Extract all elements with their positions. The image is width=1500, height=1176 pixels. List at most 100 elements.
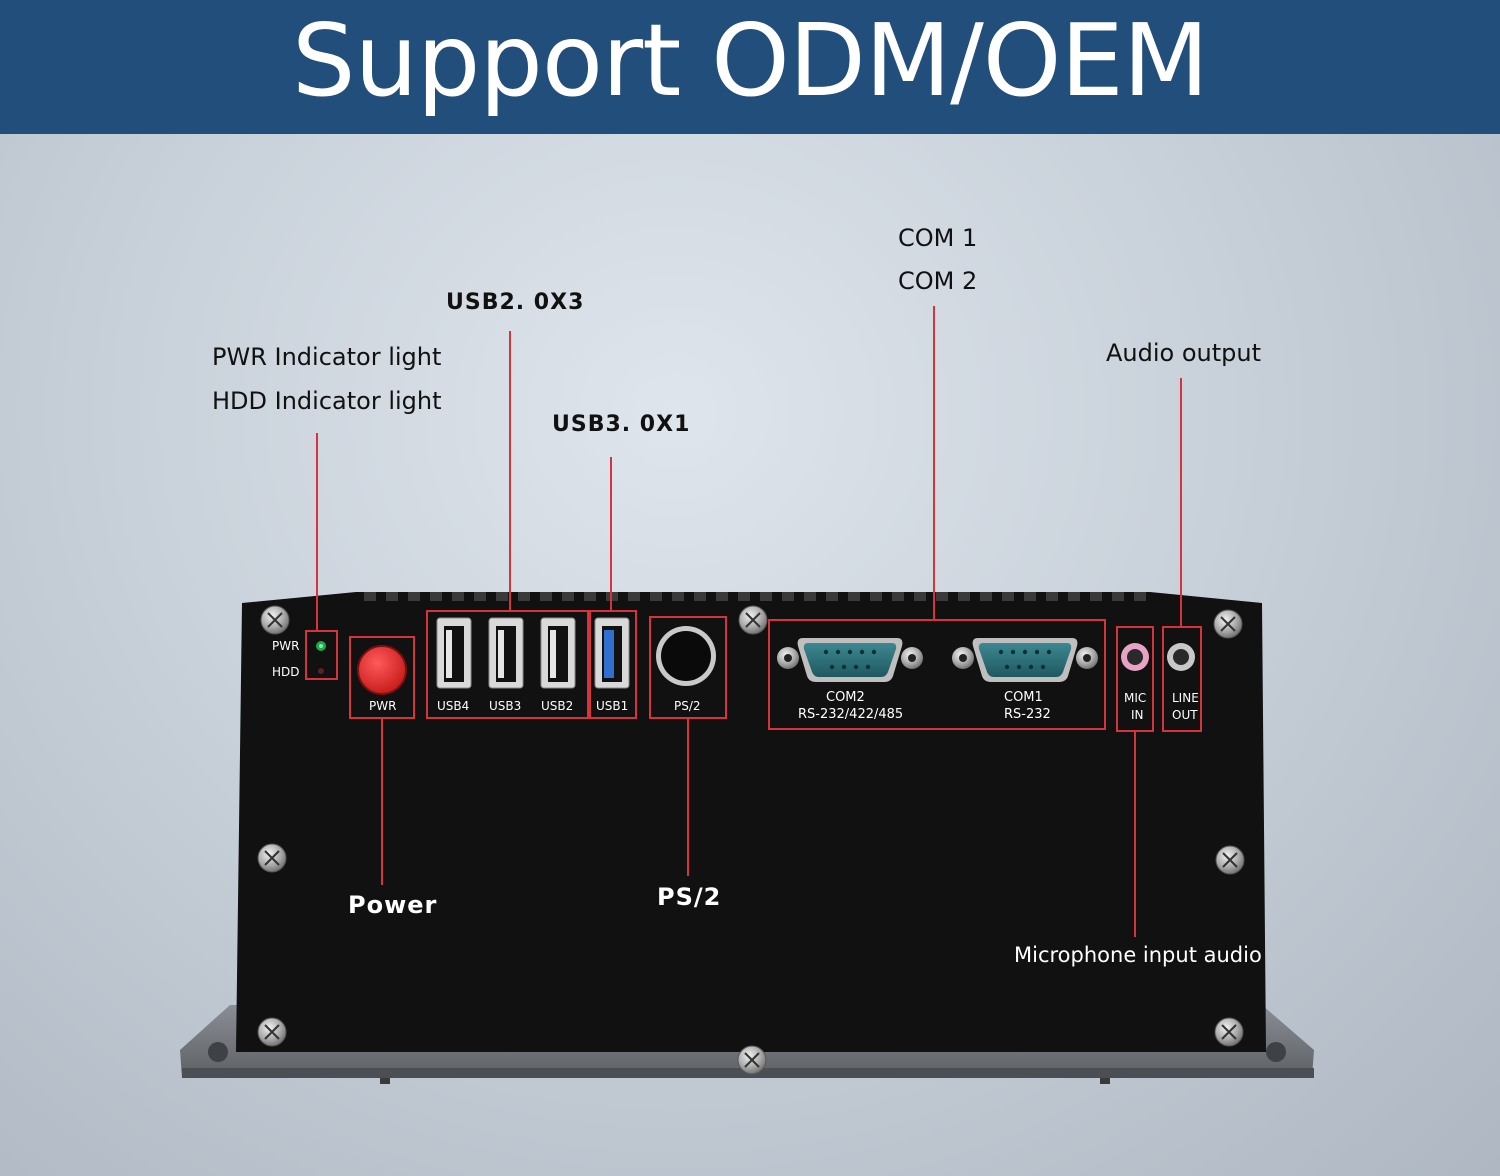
usb3-port-graphic	[594, 617, 630, 689]
db9-pin	[823, 649, 829, 655]
db9-pin	[871, 649, 877, 655]
screw-icon	[257, 1017, 287, 1047]
screw-icon	[738, 605, 768, 635]
db9-pin	[1004, 664, 1010, 670]
mic-label: MIC	[1124, 691, 1147, 705]
screw-icon	[257, 843, 287, 873]
heatsink-fin	[716, 592, 728, 601]
db9-pin	[865, 664, 871, 670]
mic-in-label: IN	[1131, 708, 1144, 722]
screw-icon	[260, 605, 290, 635]
heatsink-fin	[1046, 592, 1058, 601]
usb2-label: USB2	[541, 699, 574, 713]
screw-icon	[1214, 1017, 1244, 1047]
db9-pin	[998, 649, 1004, 655]
heatsink-fin	[474, 592, 486, 601]
heatsink-fin	[848, 592, 860, 601]
callout-power: Power	[348, 891, 438, 919]
db9-pin	[829, 664, 835, 670]
db9-pin	[1034, 649, 1040, 655]
heatsink-fin	[892, 592, 904, 601]
hdd-led-label: HDD	[272, 665, 300, 679]
heatsink-fin	[826, 592, 838, 601]
usb3-label: USB3	[489, 699, 522, 713]
heatsink-fin	[496, 592, 508, 601]
heatsink-fin	[430, 592, 442, 601]
heatsink-fin	[1002, 592, 1014, 601]
db9-pin	[1028, 664, 1034, 670]
screw-icon	[737, 1045, 767, 1075]
line-label: LINE	[1172, 691, 1199, 705]
db9-pin	[1016, 664, 1022, 670]
heatsink-fin	[364, 592, 376, 601]
heatsink-fin	[672, 592, 684, 601]
mic-jack-graphic	[1121, 643, 1149, 671]
callout-pwr-indicator: PWR Indicator light	[212, 343, 442, 371]
indicator-leds	[316, 641, 326, 674]
com1-spec-label: RS-232	[1004, 707, 1051, 722]
db9-pin	[859, 649, 865, 655]
heatsink-fin	[650, 592, 662, 601]
heatsink-fin	[1068, 592, 1080, 601]
heatsink-fin	[518, 592, 530, 601]
com2-name-label: COM2	[826, 690, 865, 705]
usb4-label: USB4	[437, 699, 470, 713]
usb1-label: USB1	[596, 699, 629, 713]
callout-hdd-indicator: HDD Indicator light	[212, 387, 442, 415]
callout-audio-output: Audio output	[1106, 339, 1262, 367]
callout-com1: COM 1	[898, 224, 978, 252]
callout-ps2: PS/2	[657, 883, 722, 911]
pwr-led-label: PWR	[272, 639, 300, 653]
heatsink-fin	[936, 592, 948, 601]
line-out-label: OUT	[1172, 708, 1198, 722]
screw-icon	[1213, 609, 1243, 639]
heatsink-fin	[694, 592, 706, 601]
banner-title: Support ODM/OEM	[292, 2, 1209, 119]
heatsink-fin	[1090, 592, 1102, 601]
heatsink-fin	[1024, 592, 1036, 601]
com1-name-label: COM1	[1004, 690, 1043, 705]
callout-lines	[316, 306, 1182, 937]
heatsink-fin	[914, 592, 926, 601]
ps2-port-graphic	[656, 626, 716, 686]
callout-usb3: USB3. 0X1	[552, 412, 691, 437]
heatsink-fin	[1134, 592, 1146, 601]
heatsink-fin	[628, 592, 640, 601]
heatsink-fin	[782, 592, 794, 601]
callout-com2: COM 2	[898, 267, 978, 295]
db9-pin	[1022, 649, 1028, 655]
db9-pin	[853, 664, 859, 670]
db9-pin	[841, 664, 847, 670]
heatsink-fin	[386, 592, 398, 601]
db9-pin	[1046, 649, 1052, 655]
heatsink-fin	[408, 592, 420, 601]
heatsink-fin	[870, 592, 882, 601]
power-button-label: PWR	[369, 699, 397, 713]
db9-pins	[823, 649, 1052, 670]
heatsink-fin	[980, 592, 992, 601]
com2-spec-label: RS-232/422/485	[798, 707, 904, 722]
heatsink-fin	[562, 592, 574, 601]
heatsink-fin	[804, 592, 816, 601]
power-button-graphic	[357, 645, 407, 695]
heatsink-fin	[958, 592, 970, 601]
db9-pin	[835, 649, 841, 655]
db9-pin	[847, 649, 853, 655]
header-banner: Support ODM/OEM	[0, 0, 1500, 134]
screw-icon	[1215, 845, 1245, 875]
usb2-ports-graphic	[436, 617, 576, 689]
heatsink-fin	[760, 592, 772, 601]
heatsink-fin	[584, 592, 596, 601]
heatsink-fin	[738, 592, 750, 601]
panel-screws	[257, 605, 1245, 1075]
heatsink-fin	[540, 592, 552, 601]
callout-usb2: USB2. 0X3	[446, 290, 585, 315]
heatsink-fin	[452, 592, 464, 601]
db9-pin	[1040, 664, 1046, 670]
db9-pin	[1010, 649, 1016, 655]
ps2-port-label: PS/2	[674, 699, 701, 713]
callout-mic-input: Microphone input audio	[1014, 943, 1262, 967]
line-out-jack-graphic	[1167, 643, 1195, 671]
heatsink-fin	[1112, 592, 1124, 601]
